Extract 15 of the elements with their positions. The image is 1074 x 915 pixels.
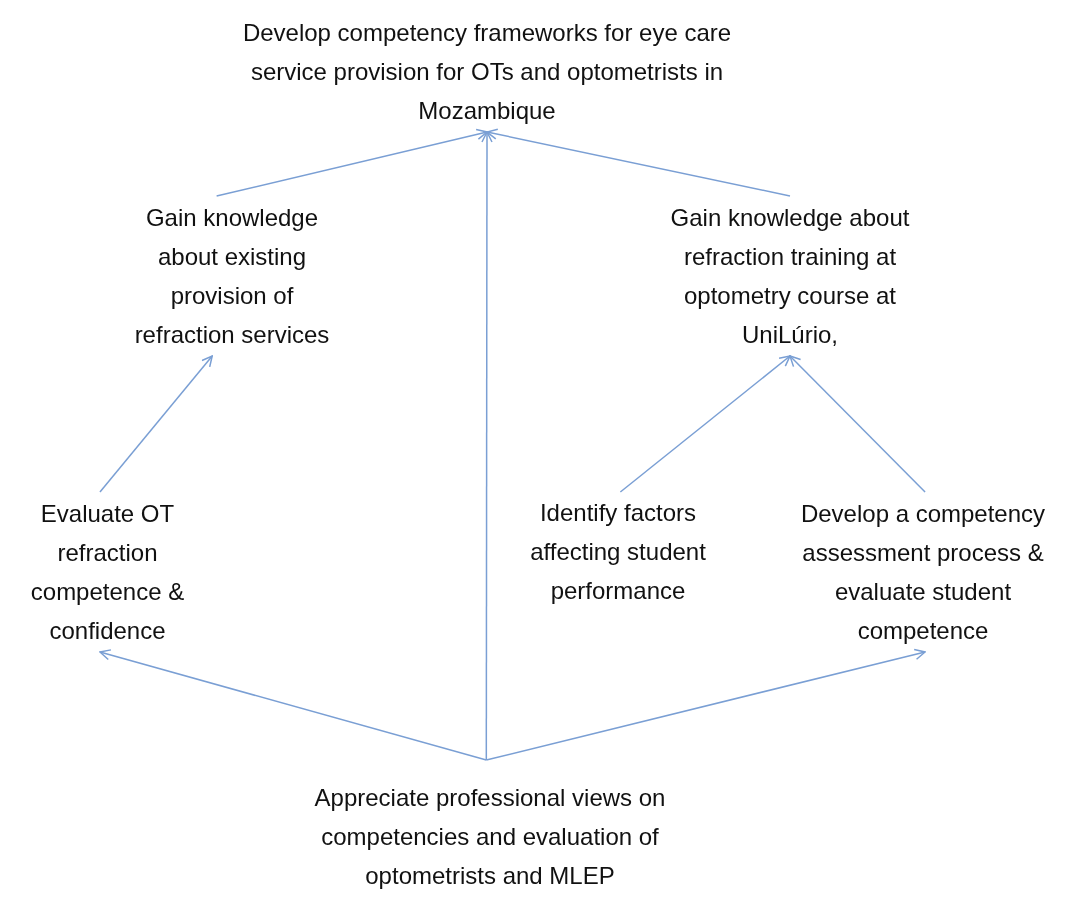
goal-text: Evaluate OT refraction competence & confidence [29,499,186,646]
goal-text: Develop a competency assessment process & evaluate student competence [799,499,1047,646]
arrow [99,355,213,493]
arrow [99,649,488,761]
arrow [486,128,791,197]
arrow [215,128,488,197]
arrow [481,131,493,761]
goal-text: Gain knowledge about existing provision of refraction services [133,203,331,350]
goal-text: Gain knowledge about refraction training at optometry course at UniLúrio, [669,203,911,350]
arrow [619,355,791,493]
arrow [789,355,926,493]
goal-text: Appreciate professional views on competencies and evaluation of optometrists and MLEP [313,782,667,891]
goal-text: Identify factors affecting student performance [529,497,707,606]
arrow [485,648,926,761]
goal-text: Develop competency frameworks for eye care service provision for OTs and optometrists in Mozambique [241,17,733,126]
